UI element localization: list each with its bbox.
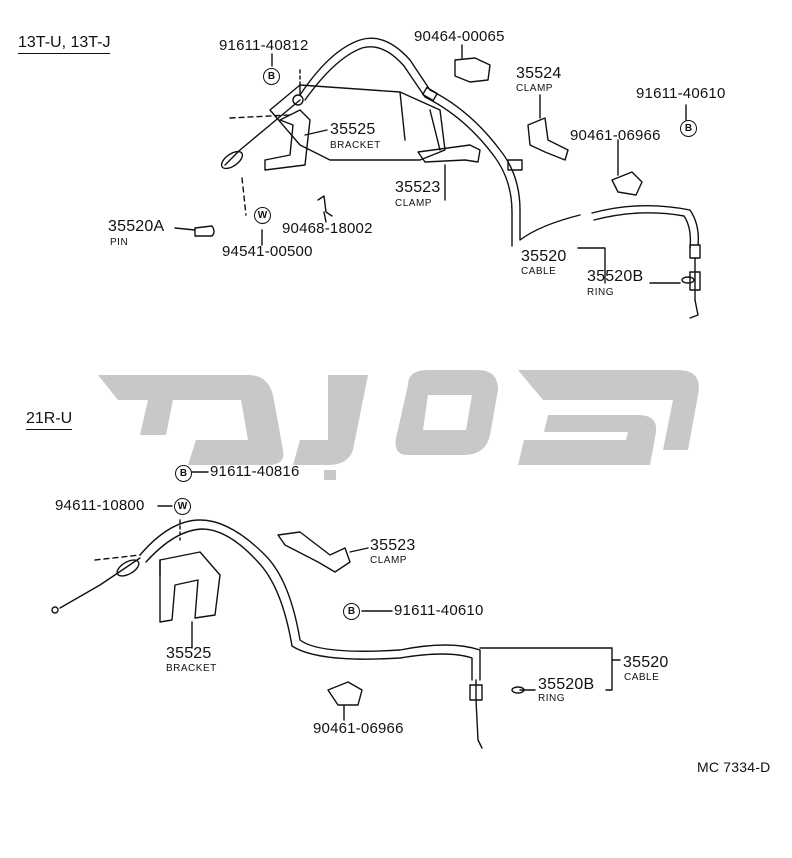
bottom-clip-90461	[327, 681, 363, 706]
part-number-90461-06966-bottom: 90461-06966	[313, 720, 404, 737]
part-number-90464-00065: 90464-00065	[414, 28, 505, 45]
part-desc-35525-top: BRACKET	[330, 140, 381, 151]
part-desc-35520-bottom: CABLE	[624, 672, 660, 683]
part-number-94611-10800: 94611-10800	[55, 497, 145, 514]
part-number-94541-00500: 94541-00500	[222, 243, 313, 260]
part-desc-35523-top: CLAMP	[395, 198, 432, 209]
part-number-35525-bottom: 35525	[166, 645, 212, 662]
bolt-badge-icon: B	[263, 68, 280, 85]
section-title-bottom: 21R-U	[26, 410, 73, 430]
washer-badge-icon: W	[174, 498, 191, 515]
part-desc-35520B-bottom: RING	[538, 693, 565, 704]
top-clip-90461	[611, 171, 643, 196]
bottom-clamp-35523	[277, 531, 351, 573]
part-number-35523-bottom: 35523	[370, 537, 416, 554]
bolt-badge-icon: B	[175, 465, 192, 482]
part-number-35520-top: 35520	[521, 248, 567, 265]
part-desc-35523-bottom: CLAMP	[370, 555, 407, 566]
part-desc-35520B-top: RING	[587, 287, 614, 298]
diagram-code: MC 7334-D	[697, 759, 771, 775]
section-title-top: 13T-U, 13T-J	[18, 34, 111, 54]
washer-badge-icon: W	[254, 207, 271, 224]
bolt-badge-icon: B	[343, 603, 360, 620]
part-number-90468-18002: 90468-18002	[282, 220, 373, 237]
top-carburetor	[269, 84, 446, 161]
part-desc-35525-bottom: BRACKET	[166, 663, 217, 674]
watermark-logo	[98, 370, 699, 480]
bottom-cable-sheath	[139, 519, 481, 681]
part-desc-35520A: PIN	[110, 237, 129, 248]
part-number-35520B-bottom: 35520B	[538, 676, 595, 693]
top-cable-sheath	[299, 37, 581, 241]
bolt-badge-icon: B	[680, 120, 697, 137]
part-number-35520B-top: 35520B	[587, 268, 644, 285]
part-number-35520A: 35520A	[108, 218, 165, 235]
part-number-35525-top: 35525	[330, 121, 376, 138]
top-clamp-35524	[527, 117, 569, 161]
part-desc-35520-top: CABLE	[521, 266, 557, 277]
top-pin	[194, 225, 215, 237]
part-number-91611-40610-bottom: 91611-40610	[394, 602, 484, 619]
part-number-35523-top: 35523	[395, 179, 441, 196]
part-number-35524: 35524	[516, 65, 562, 82]
part-number-91611-40812: 91611-40812	[219, 37, 309, 54]
top-clamp-35523	[417, 144, 481, 163]
top-clip-90464	[454, 57, 491, 83]
part-number-90461-06966-top: 90461-06966	[570, 127, 661, 144]
top-bracket	[264, 109, 311, 171]
part-desc-35524: CLAMP	[516, 83, 553, 94]
part-number-91611-40610-top: 91611-40610	[636, 85, 726, 102]
part-number-91611-40816: 91611-40816	[210, 463, 300, 480]
part-number-35520-bottom: 35520	[623, 654, 669, 671]
bottom-bracket	[159, 551, 221, 623]
